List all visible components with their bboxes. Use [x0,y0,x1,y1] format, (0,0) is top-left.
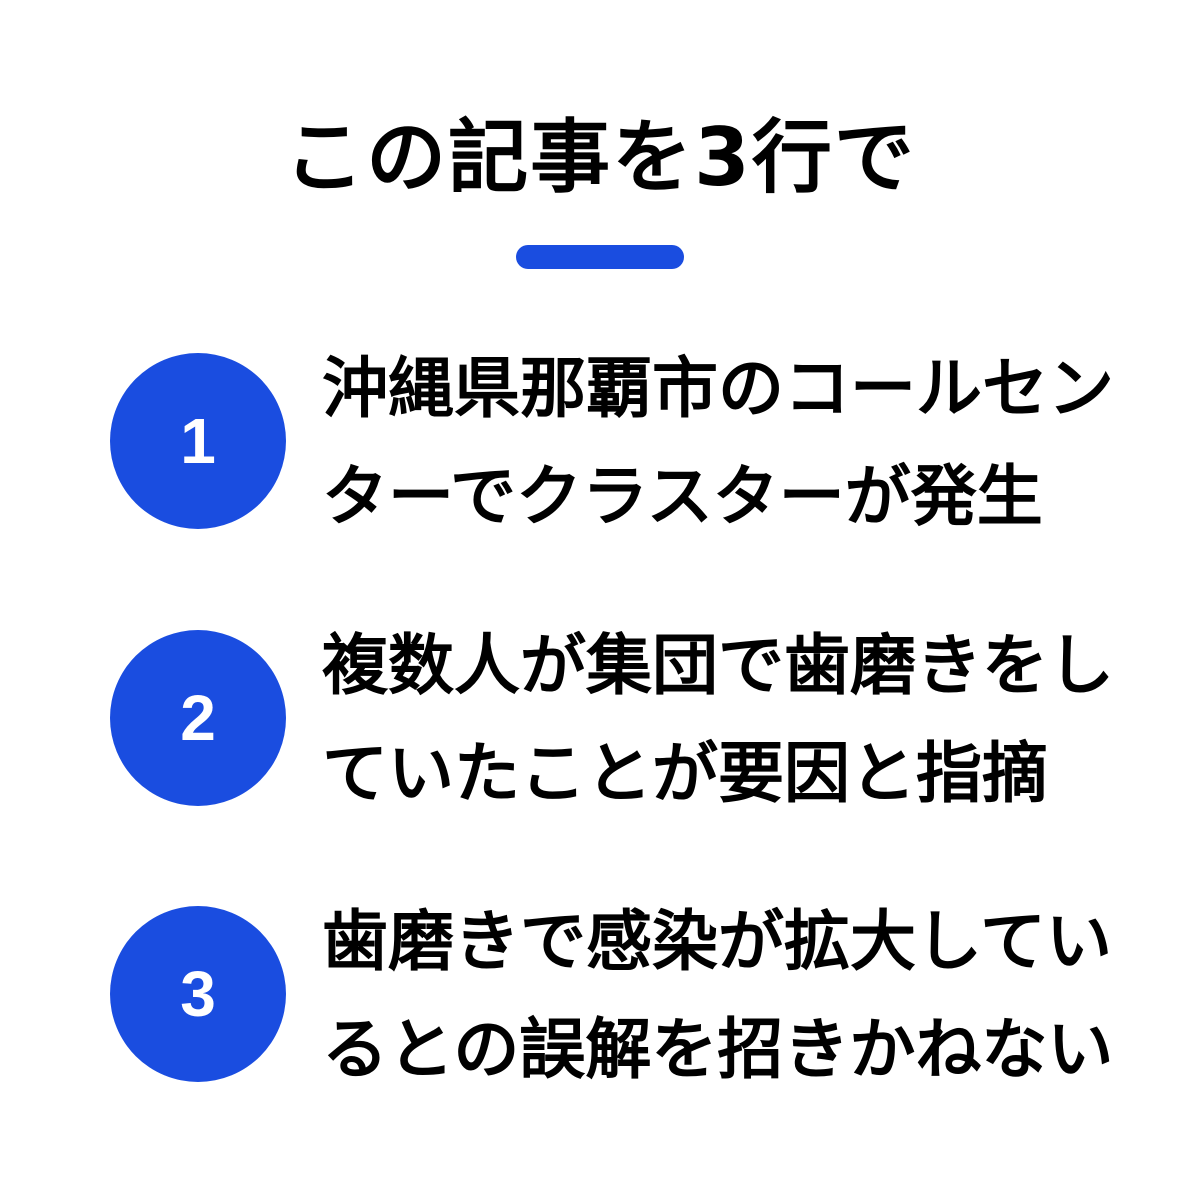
number-badge: 1 [110,353,286,529]
item-line: るとの誤解を招きかねない [322,1011,1114,1088]
list-item-1: 1 沖縄県那覇市のコールセン ターでクラスターが発生 [0,350,1200,535]
item-line: 歯磨きで感染が拡大してい [322,903,1113,980]
page-title: この記事を3行で [284,111,916,204]
number-badge: 3 [110,906,286,1082]
item-line: ていたことが要因と指摘 [322,735,1048,812]
item-line: ターでクラスターが発生 [322,458,1043,535]
item-line: 複数人が集団で歯磨きをし [322,627,1114,704]
item-text: 複数人が集団で歯磨きをし ていたことが要因と指摘 [322,612,1122,828]
item-text: 歯磨きで感染が拡大してい るとの誤解を招きかねない [322,888,1122,1104]
item-text: 沖縄県那覇市のコールセン ターでクラスターが発生 [322,335,1122,551]
list-item-2: 2 複数人が集団で歯磨きをし ていたことが要因と指摘 [0,627,1200,812]
title-underline [516,245,684,269]
item-line: 沖縄県那覇市のコールセン [322,350,1114,427]
list-item-3: 3 歯磨きで感染が拡大してい るとの誤解を招きかねない [0,903,1200,1088]
number-badge: 2 [110,630,286,806]
